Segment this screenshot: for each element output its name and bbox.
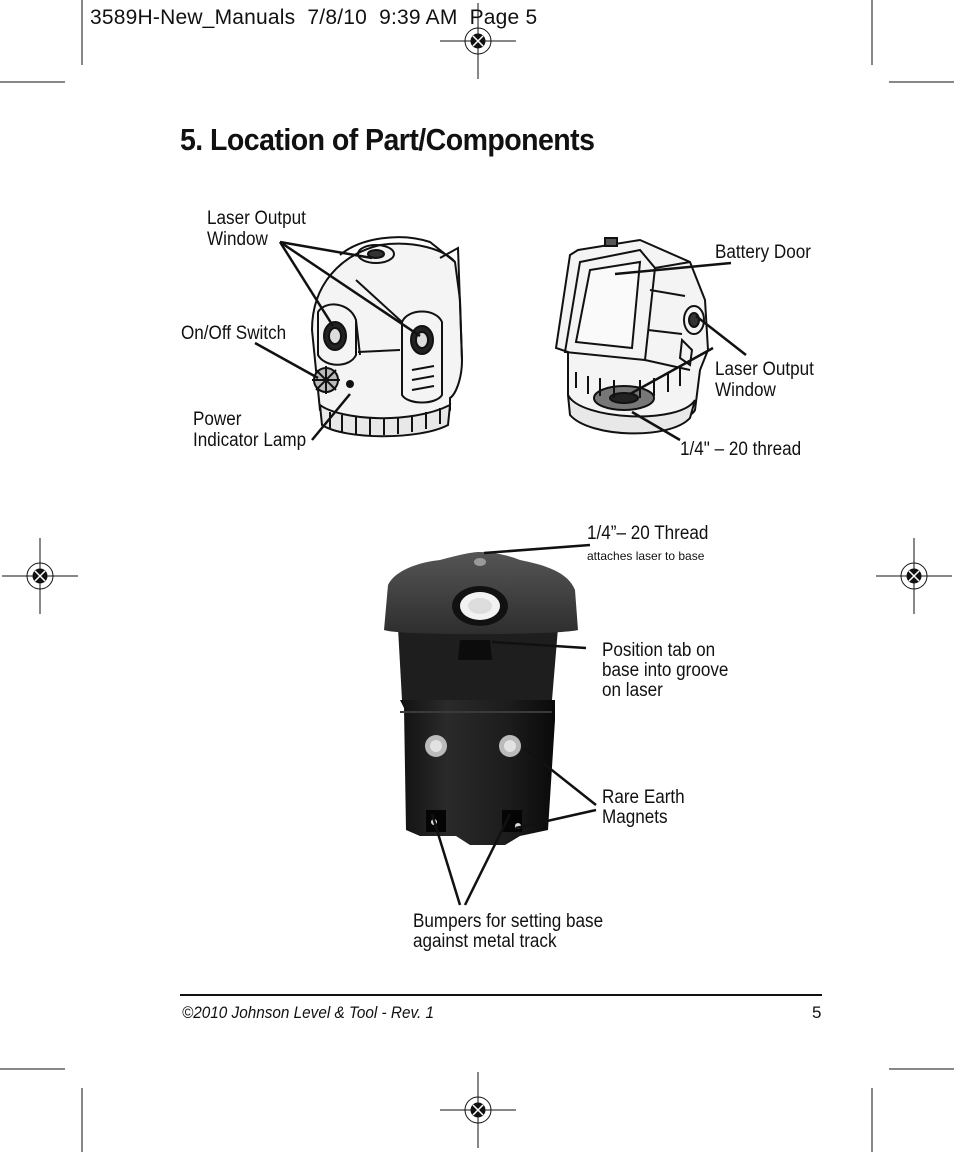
label-line: Window (207, 229, 268, 250)
label-thread-base-note: attaches laser to base (587, 549, 705, 563)
label-on-off-switch: On/Off Switch (181, 323, 287, 344)
label-line: Power (193, 409, 242, 430)
section-title: 5. Location of Part/Components (180, 122, 595, 157)
label-line: Laser Output (715, 359, 814, 380)
label-laser-output-window-rear: Laser Output Window (715, 359, 814, 401)
label-bumpers: Bumpers for setting base against metal t… (413, 912, 603, 952)
label-line: on laser (602, 680, 663, 701)
label-line: Window (715, 380, 776, 401)
magnetic-base-illustration (384, 552, 578, 845)
label-line: Magnets (602, 807, 668, 828)
registration-mark-bottom (440, 1072, 516, 1148)
label-line: against metal track (413, 931, 557, 952)
print-slug-line: 3589H-New_Manuals 7/8/10 9:39 AM Page 5 (90, 6, 538, 29)
page-number: 5 (812, 1003, 822, 1022)
laser-front-illustration (310, 236, 464, 438)
label-laser-output-window-front: Laser Output Window (207, 208, 306, 250)
label-line: Rare Earth (602, 787, 685, 808)
label-power-indicator-lamp: Power Indicator Lamp (193, 409, 306, 451)
registration-mark-right (876, 538, 952, 614)
label-thread-laser: 1/4" – 20 thread (680, 439, 802, 460)
callout-lines (254, 240, 747, 906)
label-thread-base: 1/4”– 20 Thread (587, 523, 709, 544)
label-rare-earth-magnets: Rare Earth Magnets (602, 788, 685, 828)
registration-mark-top (440, 3, 516, 79)
footer-rule (180, 994, 822, 996)
label-line: base into groove (602, 660, 729, 681)
laser-rear-illustration (554, 237, 710, 435)
label-line: Laser Output (207, 208, 306, 229)
label-position-tab: Position tab on base into groove on lase… (602, 641, 728, 701)
label-line: Position tab on (602, 640, 716, 661)
registration-mark-left (2, 538, 78, 614)
label-battery-door: Battery Door (715, 242, 811, 263)
footer-copyright: ©2010 Johnson Level & Tool - Rev. 1 (182, 1003, 434, 1022)
label-line: Indicator Lamp (193, 430, 307, 451)
label-line: Bumpers for setting base (413, 911, 604, 932)
